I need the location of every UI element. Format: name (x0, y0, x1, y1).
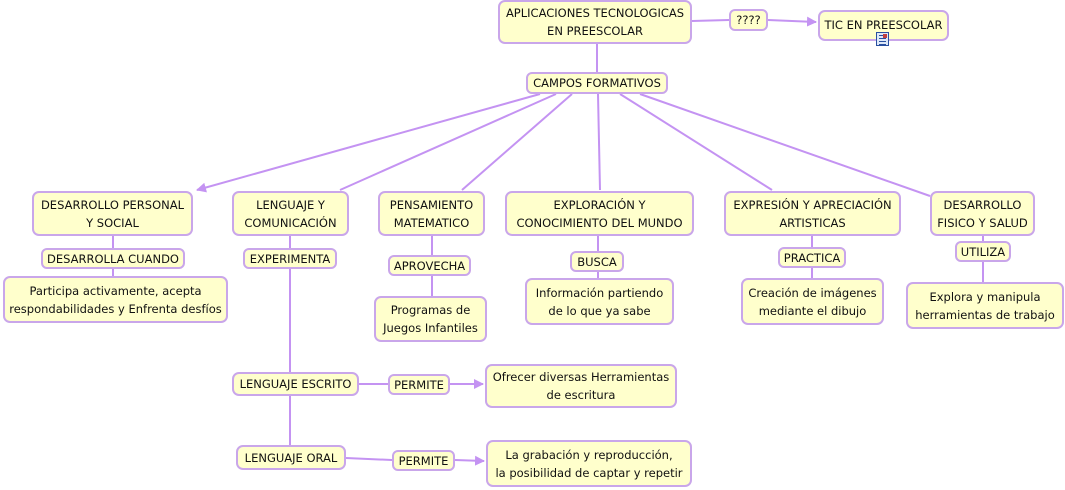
concept-expresion[interactable]: EXPRESIÓN Y APRECIACIÓN ARTISTICAS (724, 191, 901, 236)
concept-desarrollo-personal[interactable]: DESARROLLO PERSONAL Y SOCIAL (32, 191, 193, 236)
concept-ofrecer[interactable]: Ofrecer diversas Herramientas de escritu… (485, 364, 677, 408)
concept-participa[interactable]: Participa activamente, acepta respondabi… (3, 276, 228, 323)
link-label-desarrolla-cuando[interactable]: DESARROLLA CUANDO (41, 248, 185, 269)
concept-programas[interactable]: Programas de Juegos Infantiles (374, 296, 487, 342)
link-label-unknown[interactable]: ???? (729, 9, 768, 31)
link-label-practica[interactable]: PRACTICA (778, 247, 846, 268)
concept-lenguaje-comunicacion[interactable]: LENGUAJE Y COMUNICACIÓN (232, 191, 349, 236)
link-label-busca[interactable]: BUSCA (570, 251, 624, 272)
concept-exploracion[interactable]: EXPLORACIÓN Y CONOCIMIENTO DEL MUNDO (505, 191, 694, 236)
concept-root[interactable]: APLICACIONES TECNOLOGICAS EN PREESCOLAR (498, 0, 692, 44)
concept-lenguaje-escrito[interactable]: LENGUAJE ESCRITO (232, 372, 359, 396)
link-label-utiliza[interactable]: UTILIZA (955, 241, 1011, 262)
link-label-permite-oral[interactable]: PERMITE (392, 450, 455, 471)
link-label-aprovecha[interactable]: APROVECHA (388, 255, 471, 276)
concept-campos-formativos[interactable]: CAMPOS FORMATIVOS (526, 72, 668, 94)
link-label-experimenta[interactable]: EXPERIMENTA (243, 248, 337, 269)
concept-pensamiento-matematico[interactable]: PENSAMIENTO MATEMATICO (378, 191, 485, 236)
concept-desarrollo-fisico[interactable]: DESARROLLO FISICO Y SALUD (930, 191, 1035, 236)
link-label-permite-escrito[interactable]: PERMITE (388, 374, 450, 395)
concept-creacion[interactable]: Creación de imágenes mediante el dibujo (741, 278, 884, 325)
concept-grabacion[interactable]: La grabación y reproducción, la posibili… (486, 440, 692, 487)
concept-informacion[interactable]: Información partiendo de lo que ya sabe (525, 278, 674, 325)
concept-explora[interactable]: Explora y manipula herramientas de traba… (906, 282, 1064, 329)
document-icon[interactable] (876, 32, 889, 46)
concept-lenguaje-oral[interactable]: LENGUAJE ORAL (236, 445, 346, 470)
